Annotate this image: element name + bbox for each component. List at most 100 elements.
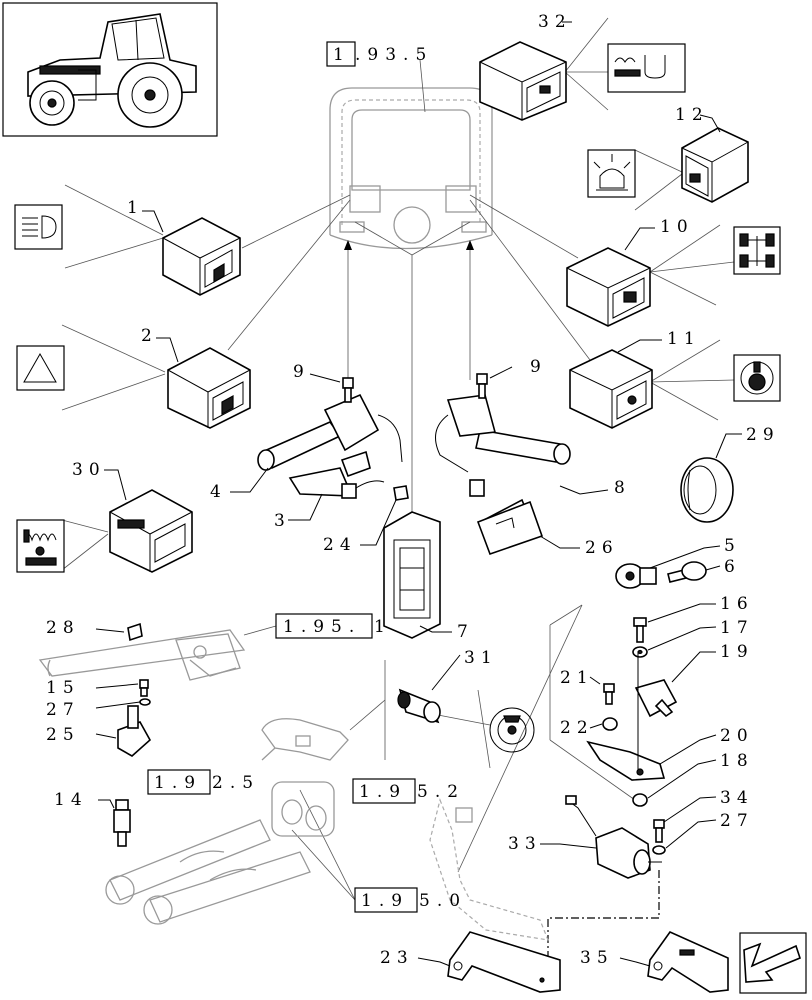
callout-24: 24	[323, 535, 357, 555]
bolt-21[interactable]	[603, 683, 615, 705]
bolt-9-right[interactable]	[476, 373, 488, 399]
switch-1[interactable]	[162, 217, 241, 296]
four-wheel-drive-icon	[733, 226, 781, 275]
nut-18[interactable]	[632, 793, 648, 807]
ref-rest-text: 5.2	[417, 782, 465, 802]
washer-27[interactable]	[139, 698, 151, 706]
hitch-lift-icon	[607, 43, 686, 93]
lever-4[interactable]	[257, 393, 403, 499]
ignition-switch-5[interactable]	[615, 563, 657, 589]
callout-28: 28	[46, 618, 80, 638]
callout-1: 1	[127, 198, 144, 218]
pto-icon	[16, 519, 65, 573]
callout-5: 5	[724, 536, 741, 556]
callout-10: 10	[660, 217, 694, 237]
callout-22: 22	[560, 718, 594, 738]
switch-32[interactable]	[479, 41, 567, 121]
switch-11[interactable]	[569, 349, 653, 429]
callout-4: 4	[210, 482, 227, 502]
callout-12: 12	[675, 105, 709, 125]
next-page-arrow-icon[interactable]	[739, 932, 807, 994]
ref-boxed-text: 1.9	[361, 891, 409, 911]
bolt-16[interactable]	[633, 617, 647, 643]
callout-3: 3	[274, 511, 291, 531]
ref-rest-text: 1	[374, 617, 392, 637]
pto-button-icon	[733, 354, 781, 402]
ref-boxed-text: 1.9	[359, 782, 407, 802]
ref-1-92-5[interactable]: 1.9 2.5	[147, 769, 260, 795]
ref-1-95-1[interactable]: 1.95. 1	[275, 613, 392, 639]
bracket-35[interactable]	[647, 931, 729, 993]
hazard-triangle-icon	[16, 345, 65, 391]
tractor-thumbnail[interactable]	[2, 2, 218, 137]
ref-boxed-text: 1.95.	[283, 617, 361, 637]
ref-boxed-text: 1	[333, 45, 351, 65]
callout-7: 7	[457, 622, 474, 642]
ref-rest-text: 2.5	[212, 773, 260, 793]
switch-2[interactable]	[167, 347, 251, 429]
panel-7[interactable]	[383, 511, 441, 639]
callout-25: 25	[46, 725, 80, 745]
callout-11: 11	[667, 329, 701, 349]
beacon-light-icon	[587, 149, 636, 198]
sender-14[interactable]	[113, 799, 131, 847]
callout-35: 35	[580, 948, 614, 968]
ref-rest-text: 5.0	[419, 891, 467, 911]
callout-31: 31	[464, 648, 498, 668]
connector-line	[547, 870, 660, 960]
callout-18: 18	[720, 751, 754, 771]
bracket-26[interactable]	[476, 500, 544, 556]
callout-15: 15	[46, 678, 80, 698]
master-cylinder-outline	[105, 781, 335, 925]
callout-leaders	[95, 21, 742, 967]
bolt-24[interactable]	[393, 485, 409, 501]
brake-pedal-outline	[429, 798, 549, 941]
bolt-15[interactable]	[139, 679, 149, 697]
bracket-25[interactable]	[117, 705, 152, 757]
callout-9-right: 9	[530, 357, 547, 377]
switch-30[interactable]	[109, 489, 193, 573]
switch-28[interactable]	[127, 622, 143, 642]
callout-2: 2	[141, 326, 158, 346]
callout-21: 21	[560, 668, 594, 688]
pedal-assembly-outline	[38, 629, 246, 681]
callout-27-right: 27	[720, 811, 754, 831]
callout-labels: 1 2 3 4 5 6 7 8 9 9 10 11 12 14 15 16 17…	[46, 12, 780, 968]
switch-31[interactable]	[397, 688, 441, 724]
bracket-23[interactable]	[447, 931, 561, 993]
callout-30: 30	[72, 460, 106, 480]
callout-16: 16	[720, 594, 754, 614]
ref-1-95-0[interactable]: 1.9 5.0	[354, 887, 467, 913]
cap-29[interactable]	[680, 457, 734, 523]
key-6[interactable]	[667, 561, 707, 583]
callout-6: 6	[724, 557, 741, 577]
ref-boxed-text: 1.9	[154, 773, 202, 793]
nut-22[interactable]	[602, 717, 618, 731]
switch-10[interactable]	[566, 247, 651, 327]
switch-12[interactable]	[681, 127, 749, 203]
callout-17: 17	[720, 618, 754, 638]
callout-26: 26	[585, 538, 619, 558]
callout-14: 14	[54, 790, 88, 810]
sensor-33[interactable]	[565, 795, 662, 879]
differential-lock-icon[interactable]	[489, 707, 535, 753]
callout-32: 32	[538, 12, 572, 32]
callout-29: 29	[746, 425, 780, 445]
bolt-9-left[interactable]	[342, 377, 354, 403]
washer-17[interactable]	[632, 646, 648, 658]
sensor-19[interactable]	[634, 679, 678, 718]
bolt-34[interactable]	[652, 819, 666, 855]
ref-rest-text: .93.5	[355, 45, 433, 65]
leader-lines	[61, 17, 735, 901]
ref-1-95-2[interactable]: 1.9 5.2	[352, 778, 465, 804]
callout-27-left: 27	[46, 700, 80, 720]
bracket-20[interactable]	[586, 652, 666, 781]
console-outline	[261, 718, 349, 761]
callout-20: 20	[720, 726, 754, 746]
callout-33: 33	[508, 834, 542, 854]
ref-1-93-5[interactable]: 1 .93.5	[326, 41, 433, 67]
headlamp-icon	[14, 204, 63, 250]
callout-8: 8	[614, 478, 631, 498]
callout-23: 23	[380, 948, 414, 968]
